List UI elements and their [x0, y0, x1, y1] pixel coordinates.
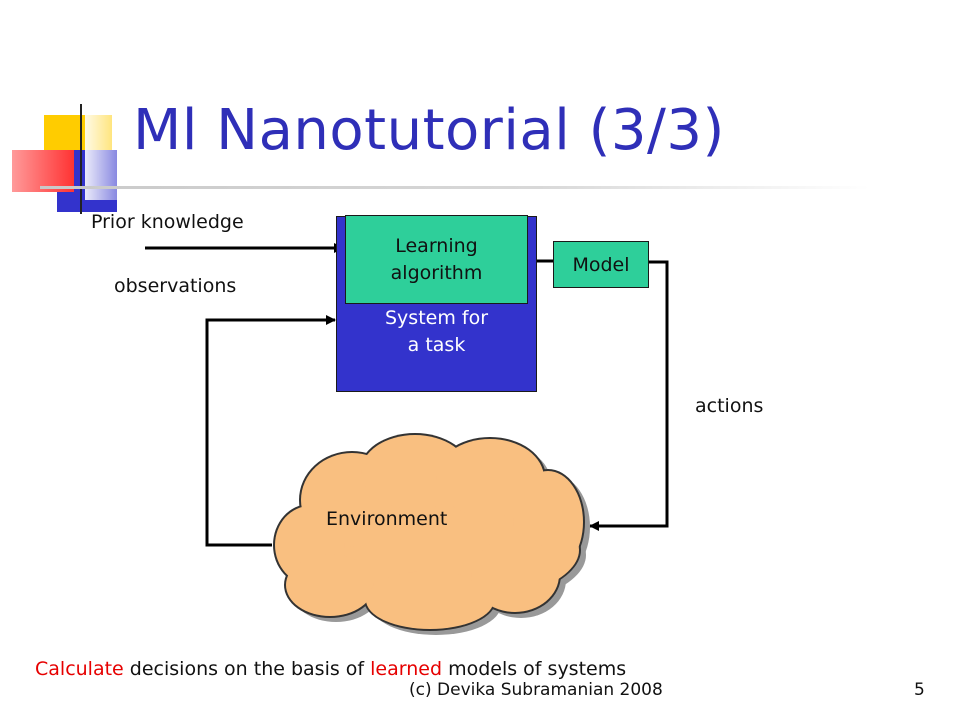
caption-highlight-calculate: Calculate — [35, 658, 124, 680]
caption-highlight-learned: learned — [370, 658, 443, 680]
actions-loop-line — [589, 260, 669, 531]
slide-number: 5 — [914, 680, 925, 700]
decor-white-fade — [85, 110, 145, 200]
page-title: Ml Nanotutorial (3/3) — [133, 98, 725, 163]
model-box: Model — [553, 241, 649, 288]
environment-cloud — [275, 435, 583, 629]
learning-algorithm-label: Learning algorithm — [390, 234, 483, 284]
caption-text-1: decisions on the basis of — [123, 658, 371, 680]
footer-credit: (c) Devika Subramanian 2008 — [409, 680, 663, 700]
decor-red-square — [12, 150, 74, 192]
actions-label: actions — [695, 395, 764, 417]
decor-vertical-line — [80, 104, 82, 214]
environment-label: Environment — [326, 508, 448, 530]
learning-algorithm-box: Learning algorithm — [345, 215, 528, 304]
caption-text-2: models of systems — [442, 658, 627, 680]
title-underline — [40, 186, 870, 189]
model-label: Model — [572, 253, 630, 276]
prior-knowledge-label: Prior knowledge — [91, 211, 244, 233]
observations-loop-line — [205, 315, 336, 547]
slide-caption: Calculate decisions on the basis of lear… — [35, 658, 626, 680]
system-for-task-label: System for a task — [384, 307, 488, 356]
observations-label: observations — [114, 275, 237, 297]
